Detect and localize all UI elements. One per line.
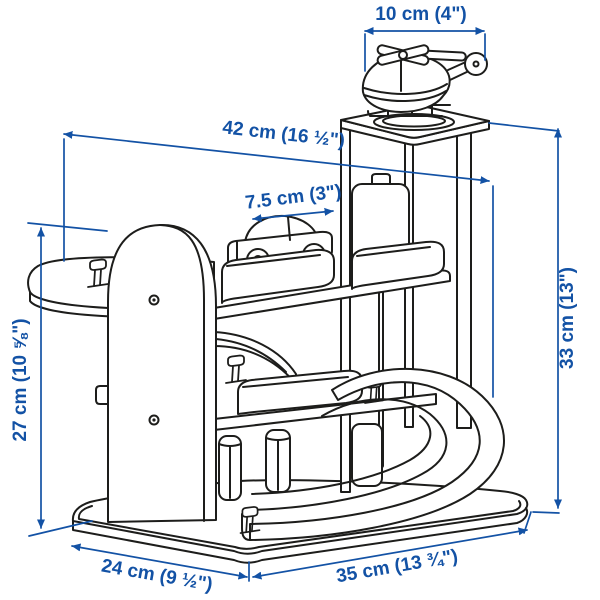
dimension-label-overall-width: 42 cm (16 ½") (221, 117, 346, 152)
dimension-overall-height: 33 cm (13") (488, 122, 578, 514)
upper-deck (213, 214, 451, 320)
side-panel (95, 223, 217, 523)
car-stopper (225, 354, 247, 384)
rotor-hub (398, 50, 408, 60)
lower-deck (213, 354, 437, 501)
dimension-car-length: 7.5 cm (3") (244, 181, 343, 223)
dimension-arrow (252, 207, 334, 223)
dimension-rotor-width: 10 cm (4") (364, 4, 486, 72)
toy-helicopter (361, 44, 488, 117)
tail-rotor (464, 52, 488, 76)
dimension-garage-height: 27 cm (10 ⅝") (10, 222, 108, 537)
dimension-arrow (252, 527, 528, 580)
spiral-ramp (239, 368, 505, 541)
dimension-arrow (71, 543, 248, 580)
dimension-label-rotor-width: 10 cm (4") (375, 4, 466, 25)
dimension-base-depth: 24 cm (9 ½") (71, 543, 250, 596)
dimension-label-overall-height: 33 cm (13") (557, 267, 578, 369)
tower-post-left (340, 127, 351, 493)
dimension-label-garage-height: 27 cm (10 ⅝") (10, 318, 31, 441)
ramp-inner-wall (251, 398, 448, 511)
dimension-label-car-length: 7.5 cm (3") (244, 181, 343, 214)
dimension-arrow (63, 130, 490, 185)
garage-tower (340, 104, 490, 493)
helicopter-body (361, 53, 451, 113)
panel-tab (95, 385, 109, 405)
